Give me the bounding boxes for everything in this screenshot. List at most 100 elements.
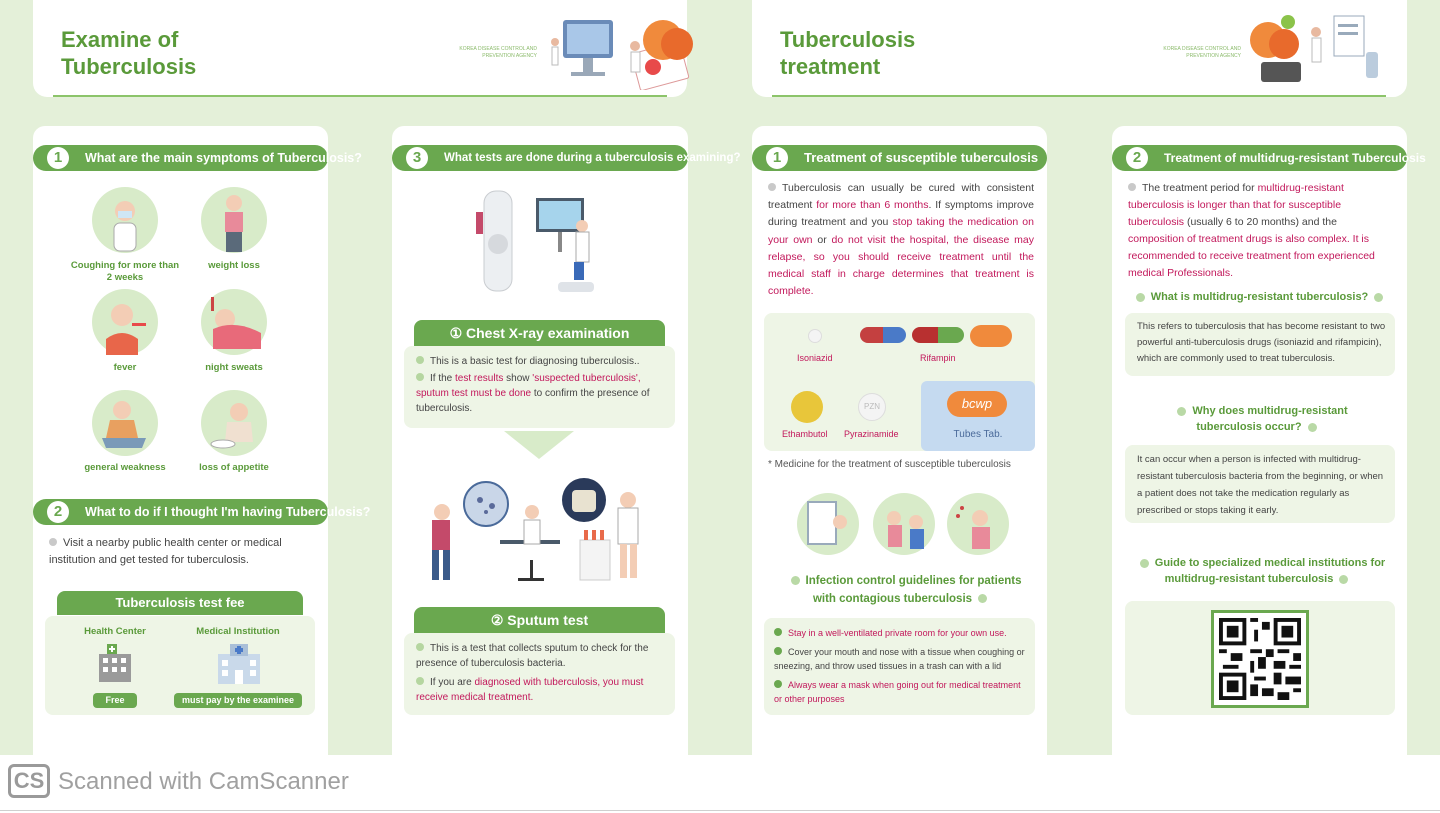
camscanner-text: Scanned with CamScanner <box>58 768 349 795</box>
sputum-bullet-1-text: This is a test that collects sputum to c… <box>416 643 649 669</box>
guidelines-box: Stay in a well-ventilated private room f… <box>764 618 1035 715</box>
decor-dot <box>1307 422 1317 432</box>
panel-susceptible-treatment: 1 Treatment of susceptible tuberculosis … <box>752 126 1047 766</box>
text-fragment: (usually 6 to 20 months) and the <box>1184 216 1337 228</box>
question-2-text-line2: tuberculosis occur? <box>1196 421 1302 433</box>
question-2-heading: Why does multidrug-resistant tuberculosi… <box>1122 403 1397 435</box>
text-highlight: test results <box>455 373 504 384</box>
section-title: Treatment of susceptible tuberculosis <box>804 150 1039 165</box>
text-fragment: The treatment period for <box>1142 182 1258 194</box>
section-number: 2 <box>47 501 69 523</box>
section-number: 2 <box>1126 147 1148 169</box>
pill-imprint: PZN <box>864 402 880 411</box>
ethambutol-pill-icon <box>791 391 823 423</box>
bullet-dot <box>416 677 424 685</box>
decor-dot <box>1139 558 1149 568</box>
med-label-tubes: Tubes Tab. <box>953 429 1003 440</box>
decor-dot <box>1339 574 1349 584</box>
lungs-treatment-illustration <box>1250 15 1378 82</box>
decor-dot <box>1177 406 1187 416</box>
answer-2-text: It can occur when a person is infected w… <box>1137 454 1384 516</box>
treatment-section-2-heading: 2 Treatment of multidrug-resistant Tuber… <box>1112 145 1426 171</box>
guideline-2: Cover your mouth and nose with a tissue … <box>774 645 1029 673</box>
symptom-label: Coughing for more than 2 weeks <box>70 260 180 283</box>
panel-tests: 3 What tests are done during a tuberculo… <box>392 126 741 766</box>
rifampin-capsule-icon <box>860 327 906 343</box>
xray-bullet-1-text: This is a basic test for diagnosing tube… <box>430 356 640 367</box>
section-title: Treatment of multidrug-resistant Tubercu… <box>1164 151 1426 165</box>
symptom-icon-weight-loss <box>201 187 267 253</box>
med-label-ethambutol: Ethambutol <box>782 429 828 439</box>
tubes-tab-pill-icon: bcwp <box>947 391 1007 417</box>
xray-box: This is a basic test for diagnosing tube… <box>404 346 675 428</box>
symptom-label: night sweats <box>205 362 263 373</box>
tubes-tab-box: bcwp Tubes Tab. <box>921 381 1035 451</box>
bullet-dot <box>49 538 57 546</box>
infection-control-title: Infection control guidelines for patient… <box>772 572 1034 608</box>
question-3-text-line2: multidrug-resistant tuberculosis <box>1164 573 1334 585</box>
text-highlight: do not visit the hospital, the disease m… <box>768 233 1035 298</box>
symptom-icon-weakness <box>92 390 158 456</box>
qr-code-icon[interactable] <box>1211 610 1309 708</box>
visit-text-body: Visit a nearby public health center or m… <box>49 537 282 566</box>
hospital-building-icon <box>218 644 260 684</box>
bullet-dot <box>416 373 424 381</box>
lab-staff-illustration <box>432 478 639 581</box>
xray-machine-illustration <box>476 190 594 292</box>
mdr-paragraph: The treatment period for multidrug-resis… <box>1128 180 1394 282</box>
xray-bullet-1: This is a basic test for diagnosing tube… <box>416 354 668 369</box>
medicine-note: * Medicine for the treatment of suscepti… <box>768 459 1011 470</box>
bullet-dot <box>774 628 782 636</box>
section-number: 3 <box>406 147 428 169</box>
section-number: 1 <box>766 147 788 169</box>
text-highlight: 'suspected tuberculosis', sputum test mu… <box>416 373 641 399</box>
panel-mdr-treatment: 2 Treatment of multidrug-resistant Tuber… <box>1112 126 1426 766</box>
health-center-building-icon <box>99 644 131 682</box>
fee-box: Health Center Medical Institution Free m… <box>45 616 315 715</box>
section-title: What tests are done during a tuberculosi… <box>444 152 741 164</box>
fee-col-medical-institution: Medical Institution <box>196 626 280 637</box>
sputum-title: ② Sputum test <box>414 607 665 633</box>
fee-title: Tuberculosis test fee <box>57 591 303 615</box>
sputum-box: This is a test that collects sputum to c… <box>404 633 675 715</box>
bullet-dot <box>416 643 424 651</box>
fee-badge-free: Free <box>93 693 137 708</box>
symptom-label: general weakness <box>84 462 166 473</box>
section-2-heading: 2 What to do if I thought I'm having Tub… <box>33 499 370 525</box>
pill-imprint: bcwp <box>961 396 993 411</box>
text-highlight: stop taking the medication on your own <box>768 216 1034 246</box>
computer-doctor-illustration <box>551 20 693 90</box>
decor-dot <box>1135 292 1145 302</box>
decor-dot <box>1374 292 1384 302</box>
left-header-title: Examine of Tuberculosis <box>61 27 197 79</box>
right-header-title: Tuberculosis treatment <box>780 27 916 79</box>
sputum-bullet-2: If you are diagnosed with tuberculosis, … <box>416 675 668 705</box>
guideline-3-text: Always wear a mask when going out for me… <box>774 680 1021 704</box>
bullet-dot <box>774 647 782 655</box>
question-3-heading: Guide to specialized medical institution… <box>1122 555 1397 587</box>
pyrazinamide-pill-icon: PZN <box>858 393 886 421</box>
fee-col-health-center: Health Center <box>84 626 146 637</box>
bottom-divider <box>0 810 1440 811</box>
right-header-line <box>772 95 1386 97</box>
medicine-box: Isoniazid Rifampin Ethambutol PZN Pyrazi… <box>764 313 1035 451</box>
isoniazid-pill-icon <box>808 329 822 343</box>
symptom-icon-night-sweats <box>201 289 267 355</box>
symptom-label: loss of appetite <box>199 462 269 473</box>
xray-title: ① Chest X-ray examination <box>414 320 665 346</box>
guideline-2-text: Cover your mouth and nose with a tissue … <box>774 647 1025 671</box>
section-title: What to do if I thought I'm having Tuber… <box>85 505 371 519</box>
answer-1-text: This refers to tuberculosis that has bec… <box>1137 321 1386 364</box>
xray-bullet-2: If the test results show 'suspected tube… <box>416 371 668 416</box>
question-3-text-line1: Guide to specialized medical institution… <box>1154 557 1386 569</box>
text-fragment: show <box>503 373 533 384</box>
panel-symptoms: 1 What are the main symptoms of Tubercul… <box>33 126 370 766</box>
guideline-1: Stay in a well-ventilated private room f… <box>774 626 1029 640</box>
decor-dot <box>978 594 988 604</box>
med-label-pyrazinamide: Pyrazinamide <box>844 429 899 439</box>
bullet-dot <box>768 183 776 191</box>
answer-1-box: This refers to tuberculosis that has bec… <box>1125 313 1395 376</box>
section-title: What are the main symptoms of Tuberculos… <box>85 151 362 165</box>
symptom-icon-appetite <box>201 390 267 456</box>
right-header: Tuberculosis treatment KOREA DISEASE CON… <box>752 0 1407 97</box>
